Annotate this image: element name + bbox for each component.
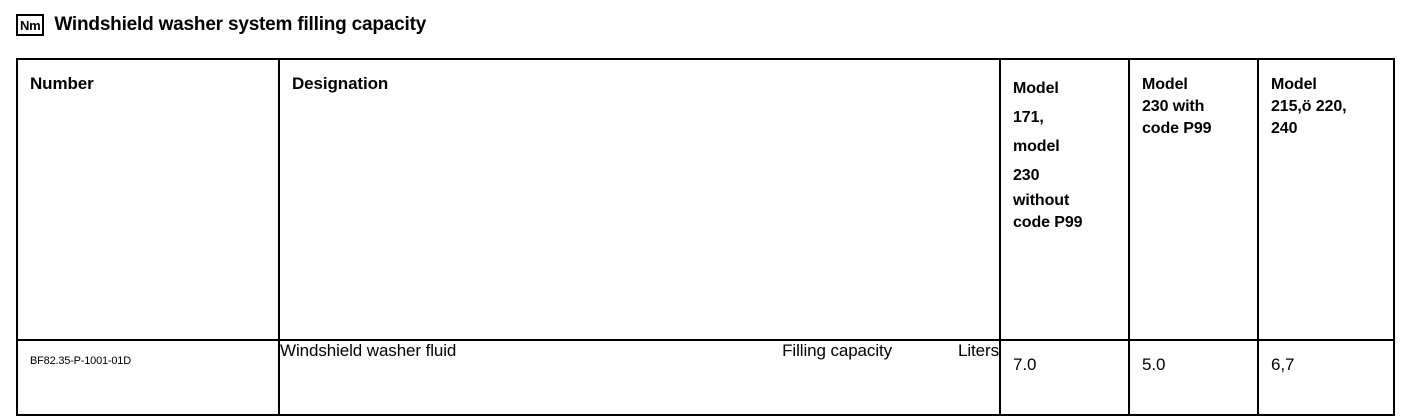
table-header-row: Number Designation Model 171, model 230 … [16, 58, 1395, 341]
section-title-row: Nm Windshield washer system filling capa… [16, 12, 426, 38]
value-model-2-text: 5.0 [1142, 355, 1166, 374]
column-header-model-1-label: Model 171, model 230 without code P99 [1001, 60, 1128, 234]
column-header-number: Number [16, 58, 280, 341]
column-header-model-230-with-p99: Model 230 with code P99 [1128, 58, 1259, 341]
model-3-line-3: 240 [1271, 120, 1298, 137]
model-2-line-1: Model [1142, 76, 1188, 93]
column-header-designation-label: Designation [292, 74, 389, 93]
model-3-line-1: Model [1271, 76, 1317, 93]
table-row: BF82.35-P-1001-01D Windshield washer flu… [16, 339, 1395, 416]
model-3-line-2: 215,ö 220, [1271, 98, 1347, 115]
model-1-line-1: Model [1013, 80, 1059, 97]
model-1-line-4: 230 [1013, 167, 1040, 184]
designation-line: Windshield washer fluid Filling capacity… [280, 341, 999, 361]
model-1-line-6: code P99 [1013, 214, 1083, 231]
designation-name: Windshield washer fluid [280, 341, 457, 360]
value-model-1-text: 7.0 [1013, 355, 1037, 374]
model-1-line-2: 171, [1013, 109, 1044, 126]
model-2-line-2: 230 with [1142, 98, 1205, 115]
part-number-text: BF82.35-P-1001-01D [30, 355, 131, 367]
designation-measure: Filling capacity [782, 341, 893, 360]
model-1-line-5: without [1013, 192, 1070, 209]
cell-designation: Windshield washer fluid Filling capacity… [278, 339, 1001, 416]
cell-part-number: BF82.35-P-1001-01D [16, 339, 280, 416]
column-header-model-3-label: Model 215,ö 220, 240 [1259, 60, 1393, 140]
cell-value-model-1: 7.0 [999, 339, 1130, 416]
torque-unit-badge-icon: Nm [16, 14, 45, 36]
filling-capacity-table: Number Designation Model 171, model 230 … [16, 58, 1395, 416]
cell-value-model-2: 5.0 [1128, 339, 1259, 416]
model-1-line-3: model [1013, 138, 1060, 155]
column-header-number-label: Number [30, 74, 94, 93]
value-model-3-text: 6,7 [1271, 355, 1295, 374]
column-header-model-2-label: Model 230 with code P99 [1130, 60, 1257, 140]
page-title: Windshield washer system filling capacit… [54, 14, 427, 35]
column-header-model-215-220-240: Model 215,ö 220, 240 [1257, 58, 1395, 341]
model-2-line-3: code P99 [1142, 120, 1212, 137]
cell-value-model-3: 6,7 [1257, 339, 1395, 416]
column-header-designation: Designation [278, 58, 1001, 341]
column-header-model-171-230-without-p99: Model 171, model 230 without code P99 [999, 58, 1130, 341]
designation-unit: Liters [958, 341, 999, 360]
